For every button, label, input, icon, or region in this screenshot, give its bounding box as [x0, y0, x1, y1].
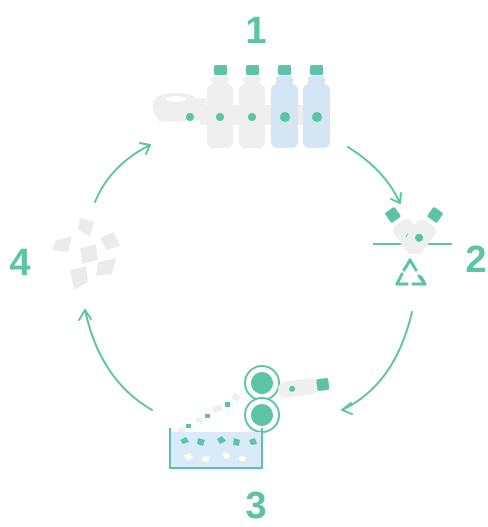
tank-flakes	[180, 436, 257, 462]
cycle-arrows	[78, 142, 413, 415]
arrow-step1-to-step2	[347, 146, 402, 204]
arrow-step2-to-step3	[341, 311, 413, 415]
crusher-roller-top	[244, 365, 280, 401]
recycle-icon	[395, 258, 427, 286]
shredding-washing-illustration	[169, 365, 330, 469]
tilted-bottle-right	[403, 207, 443, 255]
bottle-collection-illustration	[373, 207, 452, 286]
bottle-3	[271, 65, 298, 148]
tank-water	[170, 432, 262, 468]
falling-fragments	[178, 392, 241, 433]
flake	[80, 244, 98, 264]
step-number-4: 4	[9, 242, 31, 284]
conveyor-roll	[152, 93, 206, 122]
bottle-4	[303, 65, 330, 148]
washing-tank	[169, 428, 263, 469]
bottle-1	[207, 65, 233, 148]
crusher-roller-bottom	[244, 397, 280, 433]
step-number-1: 1	[245, 10, 267, 52]
arrow-step3-to-step4	[78, 309, 153, 411]
arrow-step4-to-step1	[94, 142, 151, 203]
flake	[100, 232, 120, 250]
step-number-3: 3	[245, 485, 267, 527]
flake	[52, 236, 72, 252]
flake	[70, 266, 88, 290]
plastic-flakes-illustration	[52, 218, 120, 290]
conveyor-dot	[186, 113, 194, 121]
bottle-2	[239, 65, 265, 148]
flake	[96, 258, 116, 276]
step-number-2: 2	[465, 239, 487, 281]
bottling-line-illustration	[152, 65, 330, 148]
flake	[78, 218, 94, 236]
incoming-bottle	[278, 377, 330, 398]
